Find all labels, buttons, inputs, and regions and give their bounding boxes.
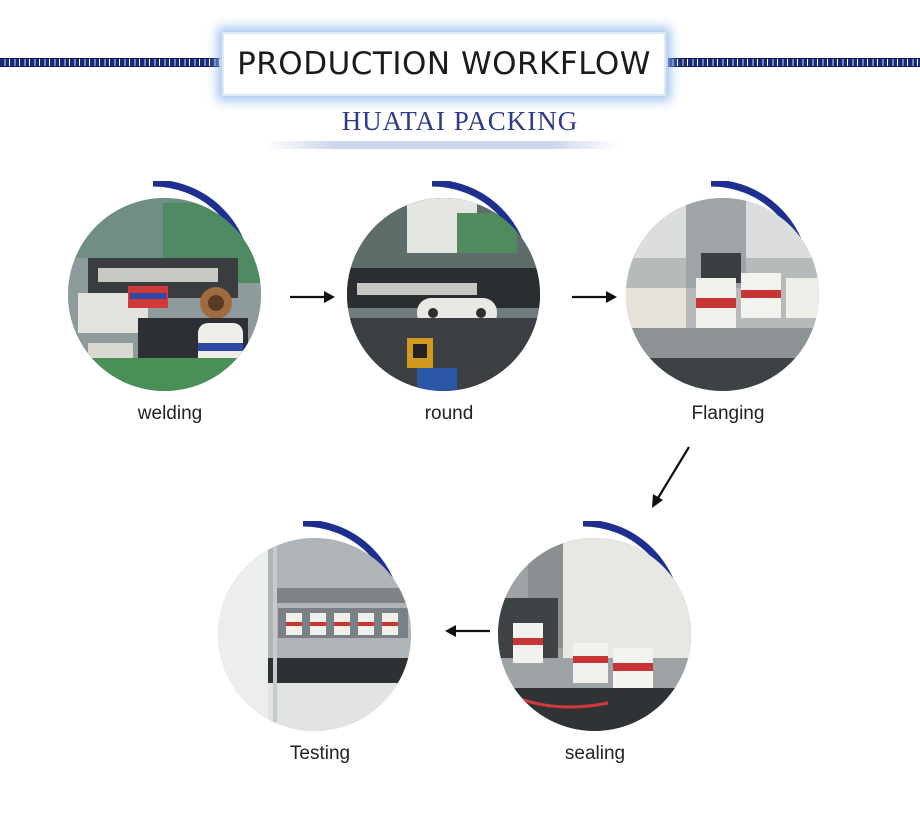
header-rule-right xyxy=(668,58,920,67)
page-title: PRODUCTION WORKFLOW xyxy=(237,46,651,82)
arrow-right-icon xyxy=(290,291,335,303)
arrow-down-left-icon xyxy=(652,446,690,508)
header-rule-left xyxy=(0,58,220,67)
brand-subtitle: HUATAI PACKING xyxy=(341,106,579,136)
sealing-machine-photo xyxy=(498,538,691,731)
step-label-testing: Testing xyxy=(289,743,351,764)
step-label-round: round xyxy=(424,403,474,424)
subtitle-underline xyxy=(265,141,620,149)
arrow-right-icon xyxy=(572,291,617,303)
step-label-sealing: sealing xyxy=(564,743,626,764)
step-label-welding: welding xyxy=(137,403,203,424)
flanging-machine-photo xyxy=(626,198,819,391)
welding-machine-photo xyxy=(68,198,261,391)
testing-machine-photo xyxy=(218,538,411,731)
arrow-left-icon xyxy=(445,625,490,637)
title-box: PRODUCTION WORKFLOW xyxy=(222,32,666,96)
step-label-flanging: Flanging xyxy=(691,403,765,424)
rounding-machine-photo xyxy=(347,198,540,391)
